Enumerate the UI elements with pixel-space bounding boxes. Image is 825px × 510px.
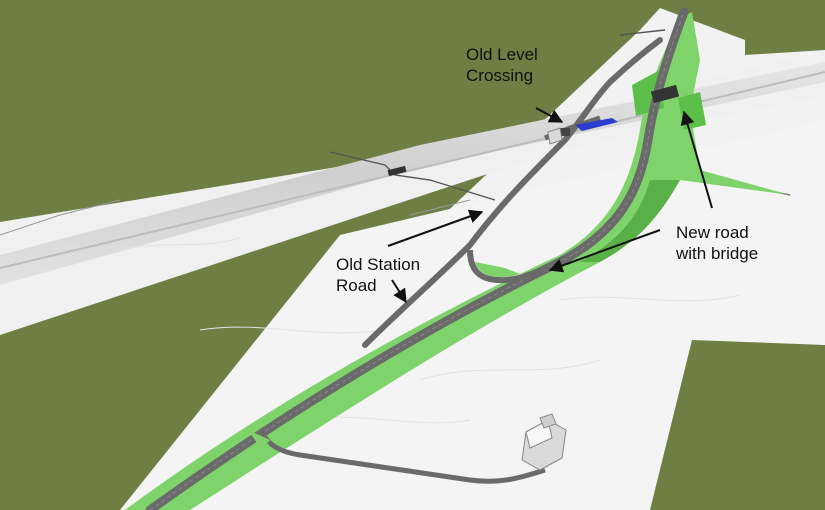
old-station-road [362, 37, 663, 348]
embankment-shadow [580, 180, 680, 262]
label-old-station-road-line2: Road [336, 276, 377, 295]
bridge-deck [650, 84, 680, 104]
arrow-old-station-road-lower [391, 279, 407, 304]
label-new-road-line1: New road [676, 223, 749, 242]
arrow-new-road-bridge [680, 110, 713, 209]
junction-island [475, 262, 520, 278]
label-new-road: New road with bridge [676, 222, 758, 264]
arrow-old-station-road-upper [387, 209, 484, 247]
junction-link [467, 249, 550, 284]
level-crossing-marker [575, 118, 618, 131]
label-old-station-road-line1: Old Station [336, 255, 421, 274]
building-icon [547, 127, 563, 145]
field-tracks-light [0, 199, 471, 236]
side-road-green [248, 430, 270, 450]
label-old-station-road: Old Station Road [336, 254, 420, 296]
side-road [259, 430, 546, 484]
label-old-level-crossing-line2: Crossing [466, 66, 534, 85]
label-old-level-crossing-line1: Old Level [466, 45, 538, 64]
label-new-road-line2: with bridge [676, 244, 759, 263]
rail-structure-crossing [558, 128, 570, 136]
arrow-new-road [548, 229, 661, 273]
label-old-level-crossing: Old Level Crossing [466, 44, 538, 86]
arrow-old-level-crossing [535, 107, 564, 123]
house-icon [521, 413, 567, 471]
railway-track-bed [0, 62, 825, 285]
rail-structure-left [387, 165, 407, 177]
